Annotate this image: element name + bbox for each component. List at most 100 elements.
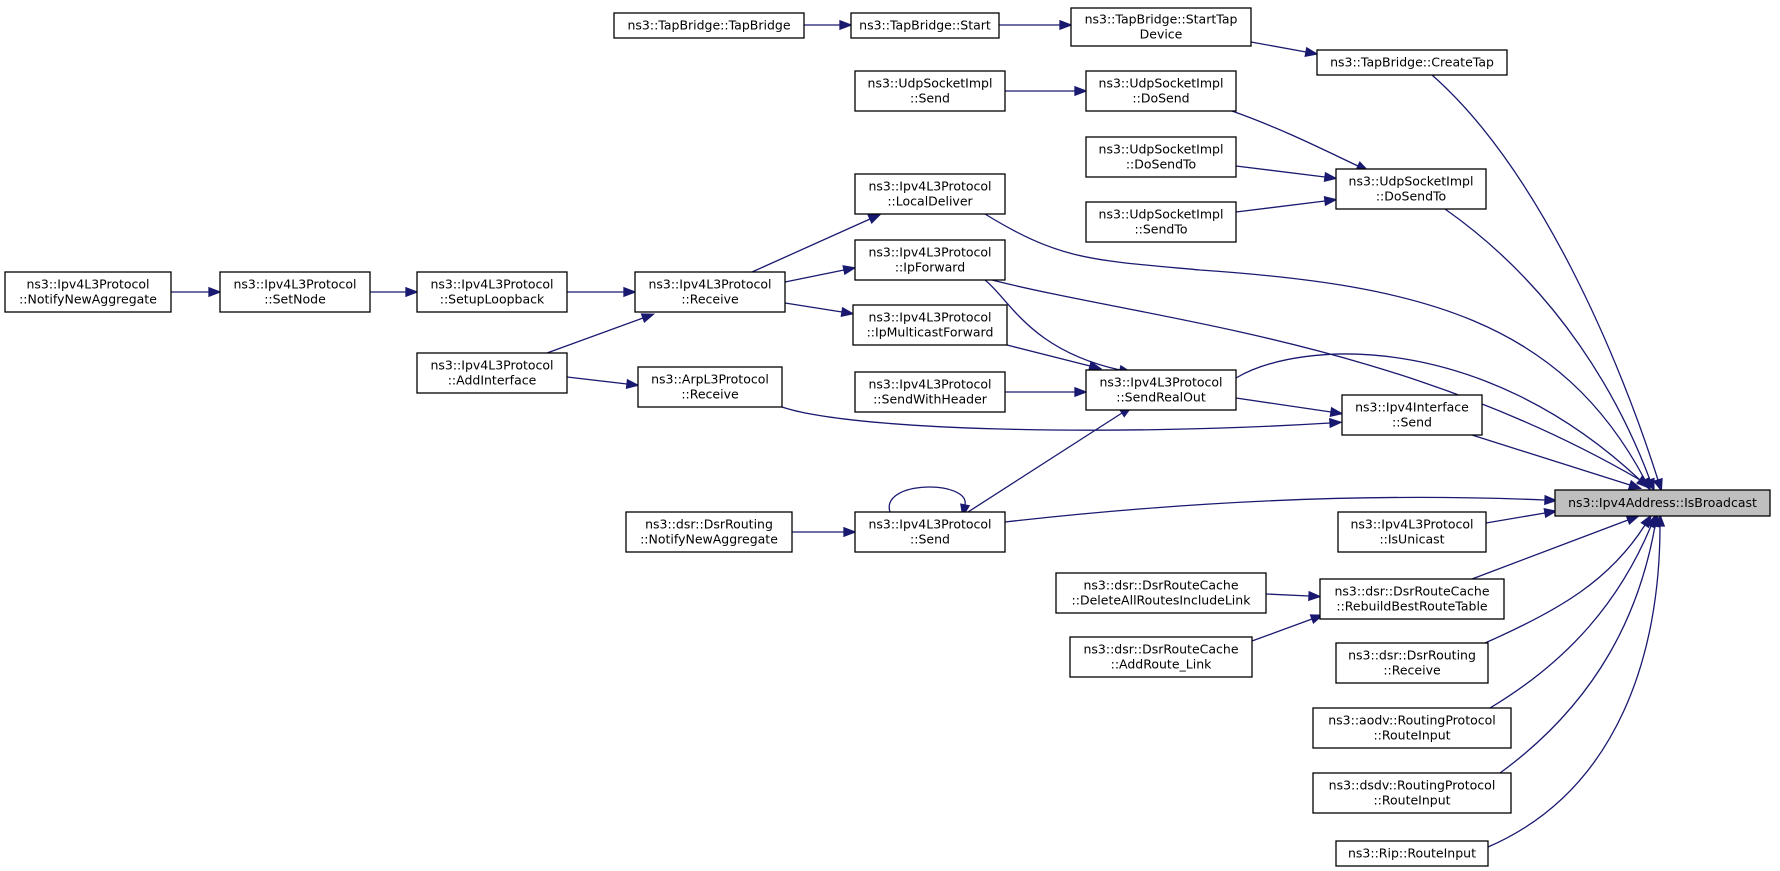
node-label: ::Receive [681,387,739,402]
node-label: ns3::Ipv4L3Protocol [26,277,149,292]
node-udp_send[interactable]: ns3::UdpSocketImpl::Send [854,70,1006,112]
node-tap_createtap[interactable]: ns3::TapBridge::CreateTap [1316,49,1508,76]
node-label: ns3::Ipv4L3Protocol [868,245,991,260]
node-label: ::SendTo [1134,222,1187,237]
node-label: ::DoSendTo [1376,189,1446,204]
node-isbroadcast[interactable]: ns3::Ipv4Address::IsBroadcast [1554,489,1771,517]
node-dsr_rebuild[interactable]: ns3::dsr::DsrRouteCache::RebuildBestRout… [1319,578,1505,620]
node-label: ns3::aodv::RoutingProtocol [1328,713,1496,728]
node-ipv4_ipmcast[interactable]: ns3::Ipv4L3Protocol::IpMulticastForward [852,304,1008,346]
edge-ipv4_send-to-isbroadcast [1004,494,1558,523]
node-label: ::IpMulticastForward [867,325,994,340]
node-label: ::NotifyNewAggregate [19,292,157,307]
node-dsr_notifynew[interactable]: ns3::dsr::DsrRouting::NotifyNewAggregate [625,511,793,553]
node-ipv4_sendwithheader[interactable]: ns3::Ipv4L3Protocol::SendWithHeader [854,371,1006,413]
edge-ipv4_sendrealout-to-isbroadcast [1235,353,1650,489]
node-ipv4_ipforward[interactable]: ns3::Ipv4L3Protocol::IpForward [854,239,1006,281]
node-tap_tapbridge[interactable]: ns3::TapBridge::TapBridge [613,12,805,39]
node-udp_sendto[interactable]: ns3::UdpSocketImpl::SendTo [1085,201,1237,243]
node-label: ::RouteInput [1373,728,1450,743]
edge-ipv4_receive-to-ipv4_ipforward [784,265,857,283]
node-ipv4iface_send[interactable]: ns3::Ipv4Interface::Send [1341,394,1483,436]
node-dsr_addroute[interactable]: ns3::dsr::DsrRouteCache::AddRoute_Link [1069,636,1253,678]
edge-ipv4_sendrealout-to-ipv4iface_send [1235,397,1344,417]
edge-udp_dosend-to-udp_dosendto_r [1231,110,1370,172]
node-label: ::Receive [681,292,739,307]
edge-udp_dosendto_l-to-udp_dosendto_r [1235,165,1338,183]
node-label: ::IpForward [895,260,965,275]
node-label: ns3::Ipv4L3Protocol [1099,375,1222,390]
edge-dsr_addroute-to-dsr_rebuild [1251,614,1325,642]
edge-dsr_rebuild-to-isbroadcast [1471,515,1640,580]
node-label: ns3::UdpSocketImpl [1099,207,1224,222]
node-label: ns3::Ipv4L3Protocol [868,179,991,194]
node-label: ::Send [910,532,950,547]
node-ipv4_setuploop[interactable]: ns3::Ipv4L3Protocol::SetupLoopback [416,271,568,313]
node-ipv4_receive[interactable]: ns3::Ipv4L3Protocol::Receive [634,271,786,313]
node-label: ns3::Ipv4L3Protocol [430,277,553,292]
node-label: ns3::Ipv4L3Protocol [233,277,356,292]
node-label: ns3::TapBridge::TapBridge [627,18,790,33]
node-label: ::DoSendTo [1126,157,1196,172]
edge-udp_send-to-udp_dosend [1005,85,1088,97]
node-label: ::Receive [1383,663,1441,678]
node-dsdv_routeinput[interactable]: ns3::dsdv::RoutingProtocol::RouteInput [1312,772,1512,814]
edge-ipv4_ipmcast-to-ipv4_sendrealout [1006,344,1103,371]
node-label: ns3::dsr::DsrRouting [645,517,773,532]
node-udp_dosendto_r[interactable]: ns3::UdpSocketImpl::DoSendTo [1335,168,1487,210]
edge-udp_sendto-to-udp_dosendto_r [1235,195,1338,213]
edge-ipv4_send-to-ipv4_sendrealout [967,406,1133,513]
node-dsr_receive[interactable]: ns3::dsr::DsrRouting::Receive [1335,642,1489,684]
edge-ipv4_localdeliver-to-isbroadcast [984,213,1652,492]
node-label: ::NotifyNewAggregate [640,532,778,547]
edge-ipv4_addiface-to-ipv4_receive [546,313,656,354]
node-ipv4_isunicast[interactable]: ns3::Ipv4L3Protocol::IsUnicast [1337,511,1487,553]
node-label: ns3::UdpSocketImpl [1099,142,1224,157]
node-label: ::SendWithHeader [873,392,988,407]
edge-tap_createtap-to-isbroadcast [1431,74,1663,493]
node-label: ::DoSend [1132,91,1189,106]
node-ipv4_localdeliver[interactable]: ns3::Ipv4L3Protocol::LocalDeliver [854,173,1006,215]
edge-dsr_deleteall-to-dsr_rebuild [1265,590,1322,602]
edge-tap_tapbridge-to-tap_start [804,19,853,31]
node-udp_dosendto_l[interactable]: ns3::UdpSocketImpl::DoSendTo [1085,136,1237,178]
edge-arp_receive-to-ipv4iface_send [781,406,1343,431]
node-label: ns3::Ipv4L3Protocol [648,277,771,292]
node-label: ::RouteInput [1373,793,1450,808]
edge-ipv4_sendwithheader-to-ipv4_sendrealout [1005,386,1088,398]
edge-rip_routeinput-to-isbroadcast [1487,513,1666,848]
edge-ipv4_receive-to-ipv4_ipmcast [784,302,855,317]
node-arp_receive[interactable]: ns3::ArpL3Protocol::Receive [637,366,783,408]
edge-tap_start-to-tap_starttap [999,19,1073,31]
node-label: ns3::UdpSocketImpl [1349,174,1474,189]
node-label: ns3::dsr::DsrRouting [1348,648,1476,663]
node-ipv4_addiface[interactable]: ns3::Ipv4L3Protocol::AddInterface [416,352,568,394]
node-label: ns3::dsr::DsrRouteCache [1083,642,1238,657]
edge-ipv4_notifynew-to-ipv4_setnode [171,286,222,298]
node-udp_dosend[interactable]: ns3::UdpSocketImpl::DoSend [1085,70,1237,112]
node-label: ns3::dsr::DsrRouteCache [1083,578,1238,593]
node-rip_routeinput[interactable]: ns3::Rip::RouteInput [1335,840,1489,867]
node-label: ns3::Ipv4L3Protocol [868,377,991,392]
node-label: ns3::Rip::RouteInput [1348,846,1476,861]
node-label: ns3::Ipv4L3Protocol [430,358,553,373]
edge-ipv4iface_send-to-isbroadcast [1471,434,1643,490]
node-label: Device [1140,27,1183,42]
node-aodv_routeinput[interactable]: ns3::aodv::RoutingProtocol::RouteInput [1312,707,1512,749]
node-ipv4_sendrealout[interactable]: ns3::Ipv4L3Protocol::SendRealOut [1085,369,1237,411]
node-label: ::Send [910,91,950,106]
node-ipv4_send[interactable]: ns3::Ipv4L3Protocol::Send [854,511,1006,553]
node-label: ns3::UdpSocketImpl [868,76,993,91]
node-label: ns3::TapBridge::CreateTap [1330,55,1494,70]
node-ipv4_setnode[interactable]: ns3::Ipv4L3Protocol::SetNode [219,271,371,313]
edge-ipv4_addiface-to-arp_receive [566,376,640,390]
node-tap_start[interactable]: ns3::TapBridge::Start [850,12,1000,39]
node-label: ns3::Ipv4L3Protocol [868,517,991,532]
edge-dsr_notifynew-to-ipv4_send [792,526,857,538]
node-ipv4_notifynew[interactable]: ns3::Ipv4L3Protocol::NotifyNewAggregate [4,271,172,313]
node-dsr_deleteall[interactable]: ns3::dsr::DsrRouteCache::DeleteAllRoutes… [1055,572,1267,614]
node-label: ::SetupLoopback [440,292,545,307]
node-label: ::AddRoute_Link [1111,657,1213,672]
